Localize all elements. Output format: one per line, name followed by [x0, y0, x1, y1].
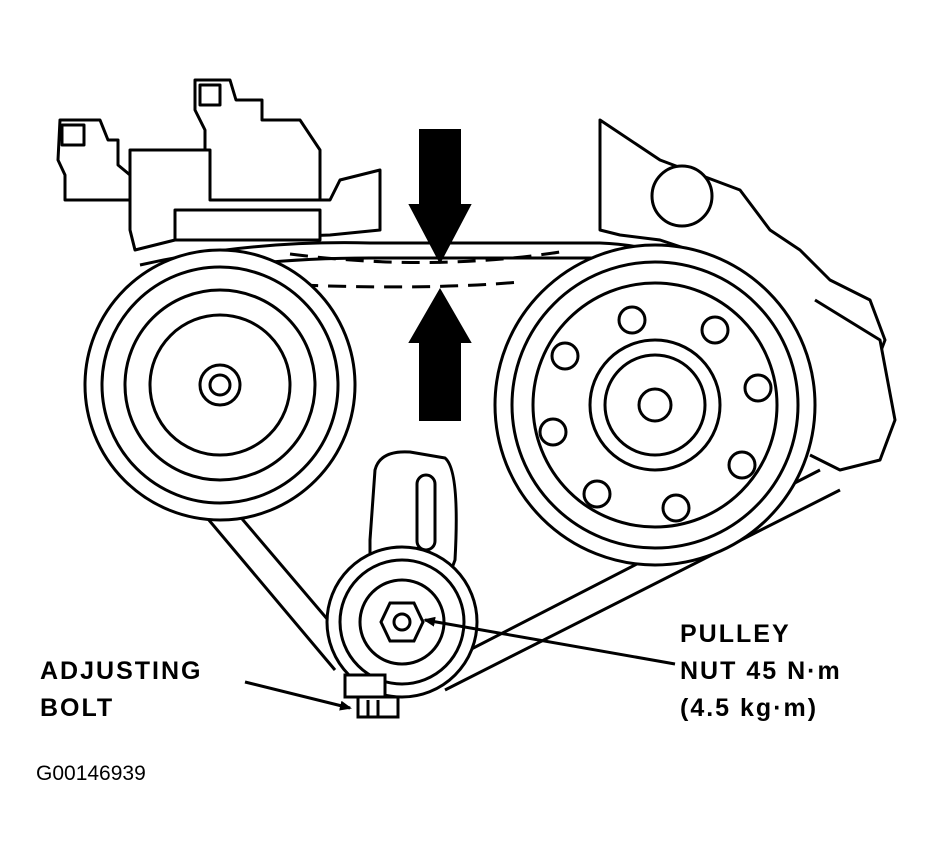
adjusting-bolt-leader	[244, 680, 352, 711]
power-steering-pulley	[83, 248, 357, 522]
crankshaft-pulley-bolt-holes	[538, 305, 773, 523]
engine-housing	[56, 78, 897, 472]
deflection-arrows	[408, 129, 472, 421]
pulley-nut-leader	[423, 616, 676, 666]
pulley-nut-callout: PULLEY NUT 45 N·m (4.5 kg·m)	[680, 620, 842, 722]
pulley-nut-label-line3: (4.5 kg·m)	[680, 694, 818, 722]
leader-lines	[244, 616, 676, 711]
crankshaft-pulley	[493, 243, 817, 567]
pulley-nut-label-line2: NUT 45 N·m	[680, 657, 842, 685]
figure-id: G00146939	[36, 762, 146, 785]
adjusting-bolt-label-line2: BOLT	[40, 694, 114, 722]
pulley-nut-label-line1: PULLEY	[680, 620, 791, 648]
adjusting-bolt-label-line1: ADJUSTING	[40, 657, 202, 685]
adjusting-bolt-callout: ADJUSTING BOLT	[40, 657, 202, 722]
belt-deflection-lines	[289, 250, 561, 289]
adjusting-bolt	[343, 673, 400, 719]
tensioner-pulley	[325, 545, 479, 699]
